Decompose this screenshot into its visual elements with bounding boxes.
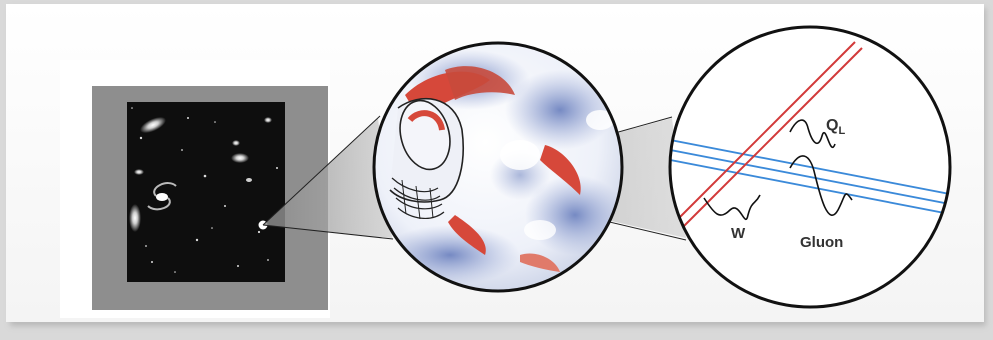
label-w: W	[731, 225, 746, 242]
label-gluon: Gluon	[800, 234, 843, 251]
galaxy-image	[60, 60, 330, 318]
